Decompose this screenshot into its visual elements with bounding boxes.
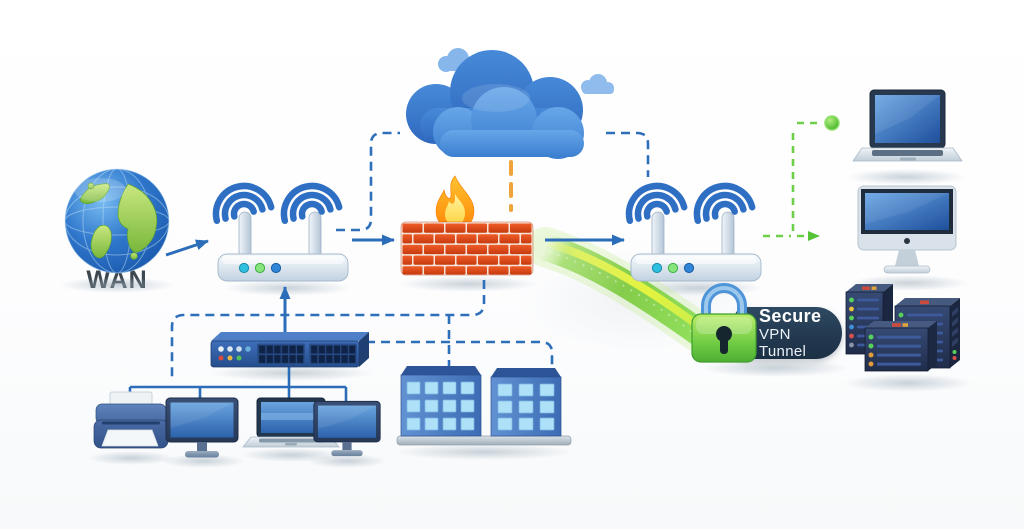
firewall-icon: [400, 175, 534, 276]
desktop-right-icon: [857, 185, 957, 274]
printer-icon: [93, 391, 169, 449]
office-buildings-icon: [396, 366, 572, 446]
dashed-router-to-cloud: [336, 131, 400, 232]
wan-globe-icon: [64, 168, 170, 274]
vpn-label-line2: VPN Tunnel: [759, 326, 807, 360]
arrow-wan-to-router: [165, 239, 209, 257]
desktop-monitor-icon: [313, 400, 381, 457]
desktop-monitor-icon: [165, 397, 239, 458]
secure-vpn-padlock-icon: [691, 283, 757, 363]
vpn-tunnel-swoosh: [525, 227, 718, 352]
wifi-router-left-icon: [212, 182, 349, 282]
green-endpoint-dot: [824, 115, 840, 131]
dashed-firewall-to-lan: [170, 280, 486, 382]
vpn-label-line1: Secure: [759, 306, 822, 326]
cloud-icon: [406, 48, 614, 159]
laptop-right-icon: [852, 89, 963, 162]
laptop-bottom-icon: [242, 397, 340, 448]
wifi-router-right-icon: [625, 182, 762, 282]
dashed-blue-lines: [170, 131, 650, 382]
dashed-green-lines: [763, 121, 822, 241]
server-box: [864, 321, 937, 372]
network-switch-icon: [210, 332, 369, 368]
dashed-switch-to-building-2: [366, 340, 554, 370]
server-box: [845, 284, 893, 355]
server-cluster-icon: [845, 284, 960, 372]
dashed-cloud-to-router: [606, 131, 650, 177]
